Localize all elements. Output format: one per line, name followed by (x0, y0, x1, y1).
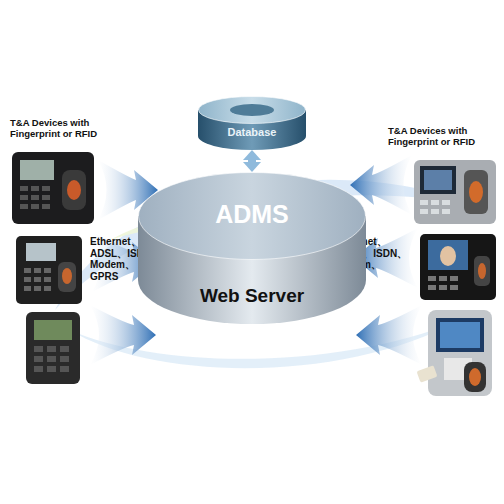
arrow-head (243, 162, 261, 172)
connector-arrow (243, 150, 261, 172)
flow-arrow (356, 305, 422, 365)
device-terminal (414, 160, 496, 224)
database-ring (198, 96, 306, 150)
device-terminal (16, 236, 82, 304)
device-heading: T&A Devices with Fingerprint or RFID (10, 118, 122, 140)
shape-top (199, 97, 306, 124)
node-title: Database (198, 127, 306, 138)
device-terminal (420, 234, 496, 300)
server-node: ADMS Web Server (138, 172, 366, 324)
device-terminal (12, 152, 94, 224)
kiosk-terminal (416, 310, 492, 396)
flow-arrow (90, 305, 156, 365)
shape-top (139, 173, 366, 260)
connector-line (248, 159, 256, 163)
device-heading: T&A Devices with Fingerprint or RFID (388, 126, 502, 148)
arrow-head (243, 150, 261, 160)
rfid-reader (26, 312, 80, 384)
node-subtitle: Web Server (138, 286, 366, 305)
database-node: Database (198, 96, 306, 150)
ring-hole (230, 104, 274, 116)
node-title: ADMS (138, 202, 366, 227)
